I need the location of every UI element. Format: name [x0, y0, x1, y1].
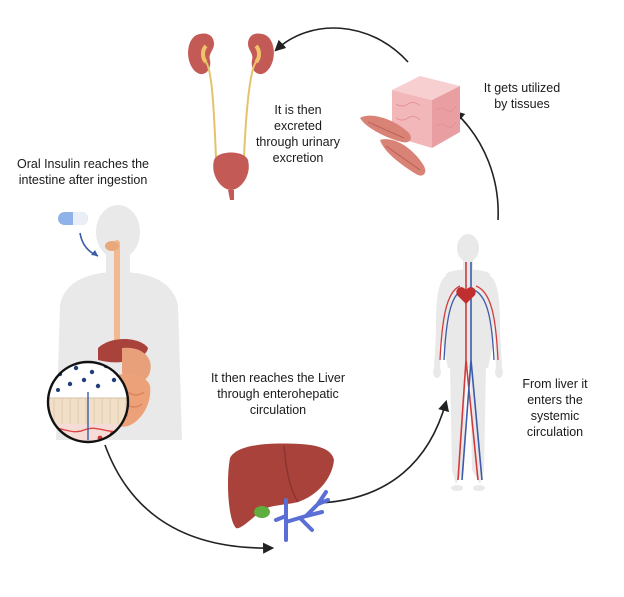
label-systemic-circulation: From liver it enters the systemic circul… — [522, 377, 588, 439]
arrow-intestine-to-liver — [104, 444, 275, 554]
muscle-icon — [360, 115, 426, 176]
capsule-icon — [58, 212, 99, 257]
arrow-systemic-to-tissues — [453, 110, 499, 221]
arrow-liver-to-systemic — [317, 399, 450, 504]
intestine-magnifier-icon — [46, 360, 130, 444]
label-liver: It then reaches the Liver through entero… — [210, 371, 346, 417]
liver-icon — [228, 443, 334, 542]
label-tissues: It gets utilized by tissues — [483, 81, 561, 111]
label-excretion: It is then excreted through urinary excr… — [255, 103, 341, 165]
circulatory-system-icon — [433, 234, 503, 491]
label-oral-insulin: Oral Insulin reaches the intestine after… — [16, 157, 149, 187]
arrow-tissues-to-kidney — [274, 27, 409, 63]
kidney-bladder-icon — [188, 33, 274, 200]
